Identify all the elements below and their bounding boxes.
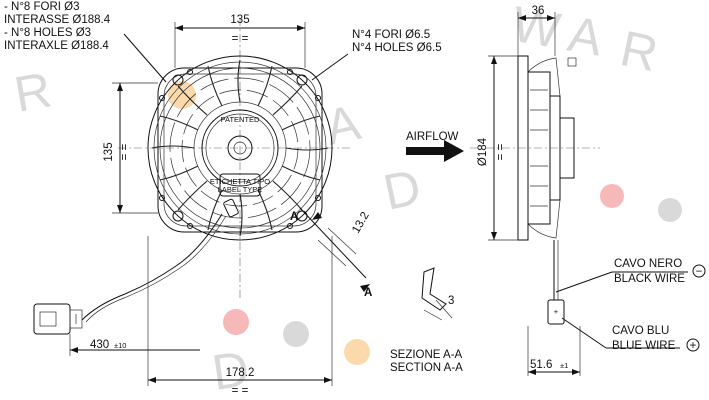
dim-equal-marks: = = xyxy=(232,385,249,397)
dim-equal-marks: = = xyxy=(232,33,249,45)
watermark-letter: D xyxy=(379,158,428,221)
guard-ribs xyxy=(151,59,329,237)
dim-offset-value: 13.2 xyxy=(350,210,372,235)
airflow-label: AIRFLOW xyxy=(406,131,459,143)
callout-holes8-en: - N°8 HOLES Ø3 xyxy=(4,27,91,39)
dim-width-value: 135 xyxy=(230,14,249,26)
wire-terminal xyxy=(547,299,565,325)
negative-sign: − xyxy=(696,266,703,278)
negative-terminal-icon xyxy=(692,264,706,278)
mounting-hole xyxy=(159,195,165,201)
dim-cable-tolerance: ±10 xyxy=(114,341,126,350)
dim-side-width-value: 51.6 xyxy=(530,359,552,371)
blue-wire-label-en: BLUE WIRE xyxy=(612,340,676,352)
mounting-hole xyxy=(187,223,193,229)
mounting-hole xyxy=(172,210,184,222)
positive-terminal-icon xyxy=(686,338,700,352)
dim-height-135: 135 = = xyxy=(103,82,158,214)
side-ribs xyxy=(530,57,577,207)
dim-side-tolerance: ±1 xyxy=(560,361,568,370)
mounting-hole xyxy=(315,195,321,201)
callout-holes4-it: N°4 FORI Ø6.5 xyxy=(352,29,430,41)
cable-connector xyxy=(33,303,83,335)
airflow-indicator: AIRFLOW xyxy=(406,131,464,162)
label-plate xyxy=(219,173,261,197)
motor-hub xyxy=(201,109,279,187)
callout-interaxle-en: INTERAXLE Ø188.4 xyxy=(4,40,109,52)
callout-holes4-en: N°4 HOLES Ø6.5 xyxy=(352,42,442,54)
fan-side-view: 36 Ø184 = = + xyxy=(470,5,600,376)
dim-section-value: 3 xyxy=(448,295,454,307)
watermark-dot xyxy=(168,81,196,109)
dim-equal-marks: = = xyxy=(119,143,131,160)
mounting-holes-small xyxy=(159,69,321,229)
positive-sign: + xyxy=(690,340,697,352)
wire-leaders xyxy=(555,271,688,349)
watermark-dot xyxy=(600,184,624,208)
dim-width-178: 178.2 = = xyxy=(147,236,333,397)
dim-height-value: 135 xyxy=(103,142,115,161)
watermark-dot xyxy=(223,309,249,335)
label-plate-text-en: LABEL TYPE xyxy=(218,185,263,194)
dim-depth-value: 36 xyxy=(532,5,545,17)
section-marker-lower: A xyxy=(364,287,372,299)
section-cut: A A 13.2 xyxy=(290,207,372,299)
label-plate-text-it: ETICHETTA TIPO xyxy=(210,177,270,186)
section-title-en: SECTION A-A xyxy=(390,362,463,374)
dim-equal-marks: = = xyxy=(495,143,507,160)
dim-width-135: 135 = = xyxy=(174,14,306,68)
dim-cable-value: 430 xyxy=(90,339,109,351)
callout-interasse-it: INTERASSE Ø188.4 xyxy=(4,14,111,26)
watermark-dot xyxy=(344,339,370,365)
section-title-it: SEZIONE A-A xyxy=(390,349,463,361)
watermark-letter: R xyxy=(10,61,57,123)
mounting-hole xyxy=(296,74,308,86)
mounting-hole xyxy=(172,74,184,86)
dim-diameter-value: Ø184 xyxy=(477,137,489,166)
watermark-letter: R xyxy=(616,20,665,83)
mounting-hole xyxy=(287,69,293,75)
section-detail: 3 SEZIONE A-A SECTION A-A xyxy=(390,267,463,374)
watermark-dot xyxy=(658,198,682,222)
fan-shroud xyxy=(147,55,333,241)
mounting-hole xyxy=(315,95,321,101)
dim-bottom-value: 178.2 xyxy=(226,367,255,379)
watermark-letter: D xyxy=(209,340,255,400)
fan-front-view: PATENTED ETICHETTA TIPO LABEL TYPE xyxy=(33,18,352,335)
patented-mark: PATENTED xyxy=(221,115,260,124)
hub-center xyxy=(227,135,253,161)
watermark-dots xyxy=(168,81,682,365)
dim-cable-length: 430 ±10 xyxy=(69,334,200,356)
mounting-hole xyxy=(159,95,165,101)
watermark-dot xyxy=(283,321,309,347)
mounting-hole xyxy=(287,223,293,229)
mounting-holes-large xyxy=(172,74,308,222)
blue-wire-label-it: CAVO BLU xyxy=(612,325,669,337)
black-wire-label-it: CAVO NERO xyxy=(614,258,682,270)
black-wire-label-en: BLACK WIRE xyxy=(614,273,685,285)
watermark-letter: A xyxy=(321,94,367,156)
power-cable xyxy=(81,198,239,323)
terminal-mark: + xyxy=(554,307,559,316)
section-marker-upper: A xyxy=(290,211,298,223)
callout-holes8-it: - N°8 FORI Ø3 xyxy=(4,1,80,13)
mounting-hole xyxy=(187,69,193,75)
callout-leaders xyxy=(123,33,349,83)
